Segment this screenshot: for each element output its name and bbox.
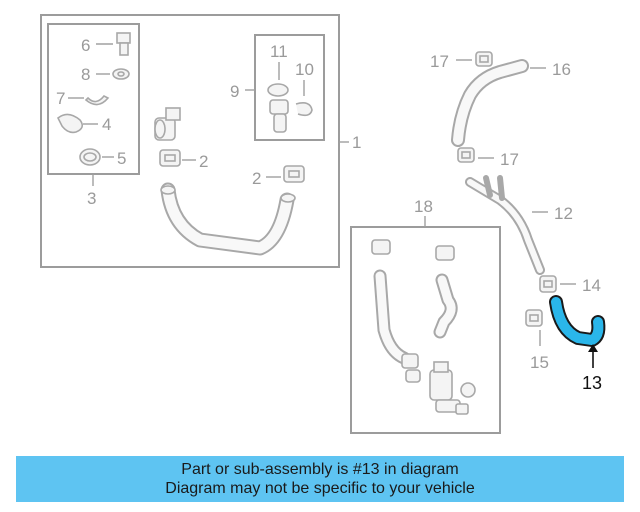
part-11-oring	[267, 83, 289, 97]
callout-11: 11	[270, 42, 288, 61]
callout-5: 5	[117, 149, 126, 168]
part-7-clip	[84, 94, 110, 106]
callout-14: 14	[582, 276, 601, 295]
part-2-clamp-left	[159, 149, 181, 167]
part-2-clamp-right	[283, 165, 305, 183]
callout-7: 7	[56, 89, 65, 108]
part-4-seal	[56, 113, 84, 134]
callout-12: 12	[554, 204, 573, 223]
callout-8: 8	[81, 65, 90, 84]
callout-2a: 2	[199, 152, 208, 171]
callout-4: 4	[102, 115, 111, 134]
callout-17a: 17	[430, 52, 449, 71]
callout-1: 1	[352, 133, 361, 152]
callout-16: 16	[552, 60, 571, 79]
part-17-clamp-top	[475, 51, 493, 67]
lower-coolant-hose	[160, 182, 296, 256]
part-16-upper-pipe	[451, 59, 529, 147]
banner-line-2: Diagram may not be specific to your vehi…	[165, 480, 475, 497]
part-12-coolant-pipe	[465, 175, 545, 275]
banner-line-1: Part or sub-assembly is #13 in diagram	[181, 461, 459, 478]
hose-18-right	[433, 273, 458, 339]
callout-2b: 2	[252, 169, 261, 188]
assembly-18-box	[350, 226, 501, 434]
thermostat-housing	[154, 107, 181, 141]
part-17-clamp-mid	[457, 147, 475, 163]
callout-15: 15	[530, 353, 549, 372]
callout-10: 10	[295, 60, 314, 79]
thermostat-fitting	[269, 99, 289, 133]
part-15-clamp	[525, 309, 543, 327]
callout-6: 6	[81, 36, 90, 55]
group-9-box	[254, 34, 325, 141]
callout-9: 9	[230, 82, 239, 101]
callout-13: 13	[582, 373, 602, 393]
part-10-clip	[295, 102, 313, 117]
hose-18-left	[373, 269, 411, 365]
callout-3: 3	[87, 189, 96, 208]
callout-17b: 17	[500, 150, 519, 169]
pump-18	[429, 361, 476, 415]
info-banner: Part or sub-assembly is #13 in diagram D…	[16, 456, 624, 502]
callout-18: 18	[414, 197, 433, 216]
part-14-clamp	[539, 275, 557, 293]
assembly-1-box	[40, 14, 340, 268]
clamp-18-left-top	[371, 239, 391, 255]
clamp-18-right-top	[435, 245, 455, 261]
clamp-18-left-bottom	[401, 353, 421, 383]
part-6-sensor	[116, 32, 131, 56]
part-13-hose-highlighted[interactable]	[549, 295, 606, 347]
